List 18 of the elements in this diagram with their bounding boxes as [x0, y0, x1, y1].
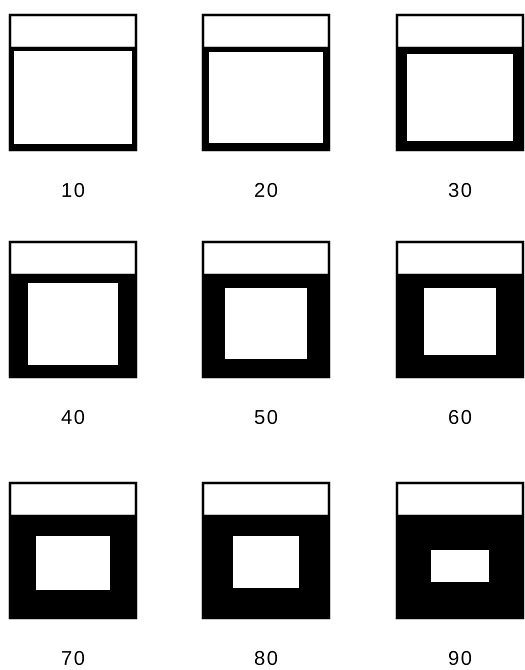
number-label: 20: [255, 182, 278, 198]
window-icon: [202, 14, 330, 152]
window-icon: [396, 482, 524, 620]
window-icon: [8, 240, 138, 378]
number-label: 50: [254, 410, 278, 424]
number-label: 10: [62, 182, 84, 198]
window-icon: [8, 14, 138, 152]
number-label: 90: [449, 650, 472, 666]
number-label: 60: [449, 410, 472, 424]
window-icon: [396, 14, 524, 152]
window-icon: [396, 240, 524, 378]
number-label: 70: [62, 650, 84, 666]
window-icon: [202, 482, 330, 620]
number-label: 40: [62, 410, 84, 424]
number-label: 30: [448, 182, 472, 198]
window-icon: [8, 482, 138, 620]
window-icon: [202, 240, 330, 378]
number-label: 80: [254, 650, 278, 666]
